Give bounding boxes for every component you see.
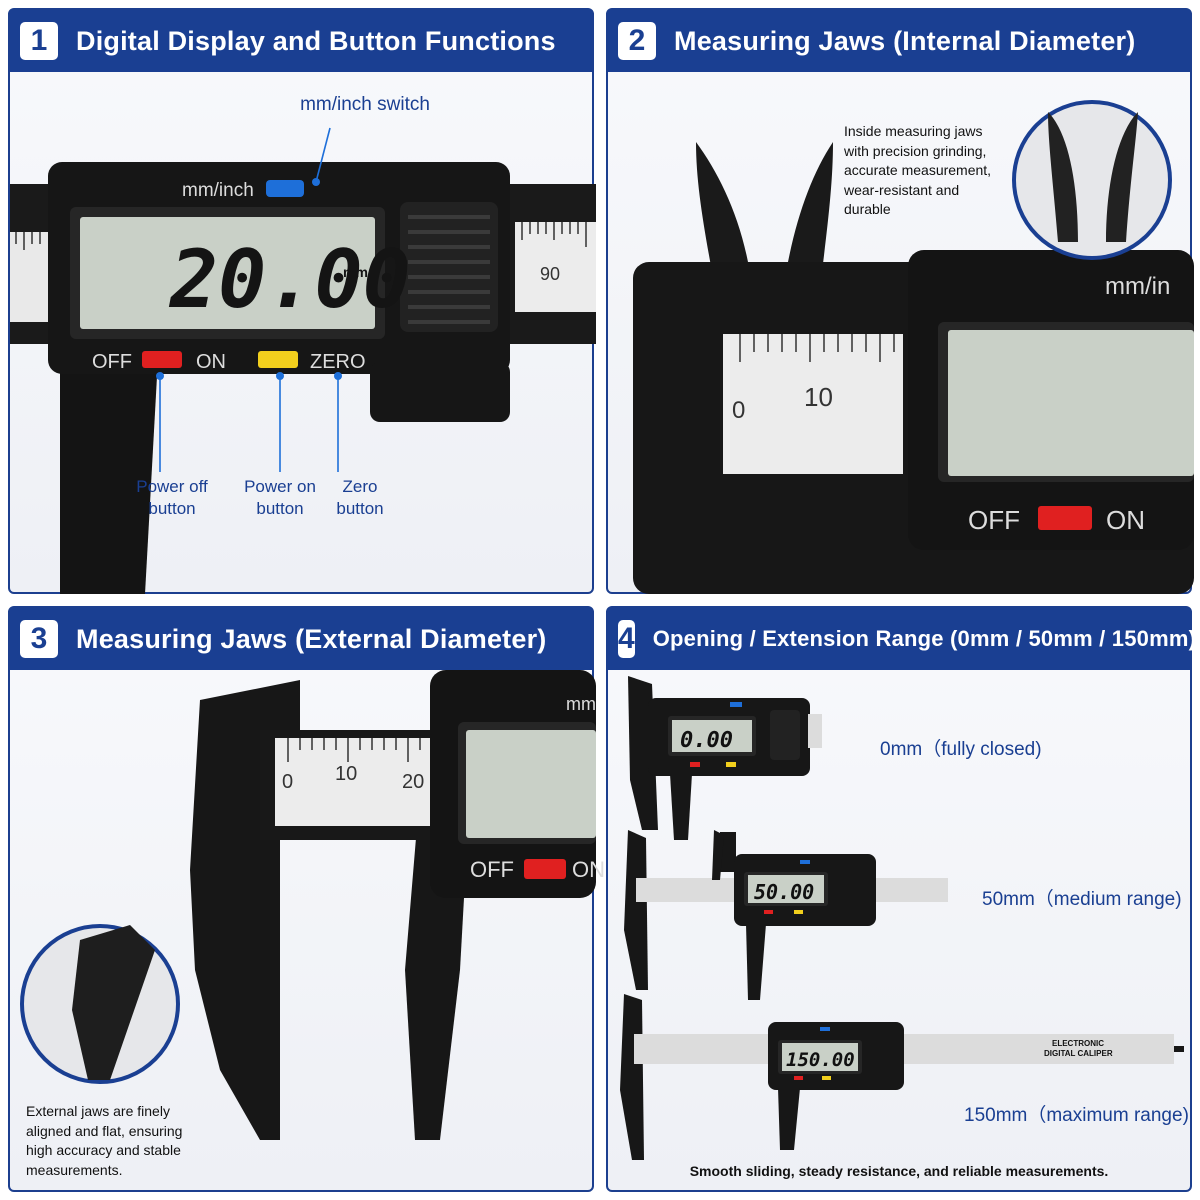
lcd-reading-medium: 50.00 [754,880,814,904]
unit-label: mm/inch [182,180,254,201]
lcd-screen [466,730,596,838]
scale-label-10: 10 [804,382,833,412]
lcd-screen [80,217,375,329]
panel-number: 4 [618,620,635,658]
callout-dot-zero [334,372,342,380]
switch-callout-label: mm/inch switch [300,94,430,115]
caliper-medium: 50.00 [624,830,948,1000]
off-label: OFF [92,351,132,373]
off-label: OFF [470,857,514,882]
brand-line-2: DIGITAL CALIPER [1044,1049,1113,1058]
power-off-button[interactable] [524,859,566,879]
range-footer: Smooth sliding, steady resistance, and r… [689,1163,1109,1179]
power-off-callout-label: Power off button [136,477,208,518]
range-label-closed: 0mm（fully closed) [880,739,1042,760]
panel-header: 1 Digital Display and Button Functions [10,10,592,72]
external-jaws-note: External jaws are finely aligned and fla… [26,1103,183,1178]
mm-inch-switch[interactable] [266,180,304,197]
power-off-button[interactable] [1038,506,1092,530]
unit-label: mm [566,694,596,714]
lcd-reading-closed: 0.00 [680,728,733,753]
internal-jaws-illustration: 0 10 mm/in OFF ON [633,100,1194,594]
panel-number: 1 [20,22,58,60]
lcd-reading-max: 150.00 [786,1049,855,1071]
on-label: ON [572,857,605,882]
on-label: ON [196,351,226,373]
caliper-display-illustration: 90 mm/inch 20.00 mm OFF ON ZERO [10,127,596,594]
lcd-reading: 20.00 [168,233,411,326]
scale-label-20: 20 [402,771,424,793]
panel-title: Opening / Extension Range (0mm / 50mm / … [652,626,1197,651]
zero-callout-label: Zero button [336,477,384,518]
off-label: OFF [968,505,1020,535]
zero-label: ZERO [310,351,366,373]
power-on-callout-label: Power on button [244,477,316,518]
panel-number: 2 [618,22,656,60]
range-illustrations: 0.00 50.00 [620,676,1184,1160]
callout-dot-off [156,372,164,380]
panel-external-jaws: 3 Measuring Jaws (External Diameter) 0 1… [8,606,605,1192]
external-jaws-illustration: 0 10 20 mm OFF ON [20,670,605,1140]
panel-header: 3 Measuring Jaws (External Diameter) [10,608,592,670]
caliper-closed: 0.00 [628,676,822,840]
range-label-medium: 50mm（medium range) [982,889,1182,910]
lcd-unit: mm [343,264,368,280]
scale-label-10: 10 [335,763,357,785]
lcd-screen [948,330,1194,476]
power-on-button[interactable] [258,351,298,368]
panel-number: 3 [20,620,58,658]
panel-header: 4 Opening / Extension Range (0mm / 50mm … [608,608,1196,670]
brand-line-1: ELECTRONIC [1052,1039,1104,1048]
internal-jaws-note: Inside measuring jaws with precision gri… [844,123,992,217]
callout-dot-switch [312,178,320,186]
range-label-max: 150mm（maximum range) [964,1105,1189,1126]
callout-dot-on [276,372,284,380]
scale-label-90: 90 [540,264,560,284]
scale-label-0: 0 [732,397,745,424]
caliper-max: 150.00 ELECTRONIC DIGITAL CALIPER [620,994,1184,1160]
scale-label-0: 0 [282,771,293,793]
panel-display-buttons: 1 Digital Display and Button Functions 9… [8,8,596,594]
panel-range: 4 Opening / Extension Range (0mm / 50mm … [606,606,1196,1192]
panel-header: 2 Measuring Jaws (Internal Diameter) [608,10,1190,72]
panel-title: Measuring Jaws (External Diameter) [76,623,547,654]
power-off-button[interactable] [142,351,182,368]
panel-title: Measuring Jaws (Internal Diameter) [674,25,1136,56]
panel-internal-jaws: 2 Measuring Jaws (Internal Diameter) 0 1… [606,8,1194,594]
panel-title: Digital Display and Button Functions [76,25,556,56]
unit-label: mm/in [1105,273,1170,300]
on-label: ON [1106,505,1145,535]
